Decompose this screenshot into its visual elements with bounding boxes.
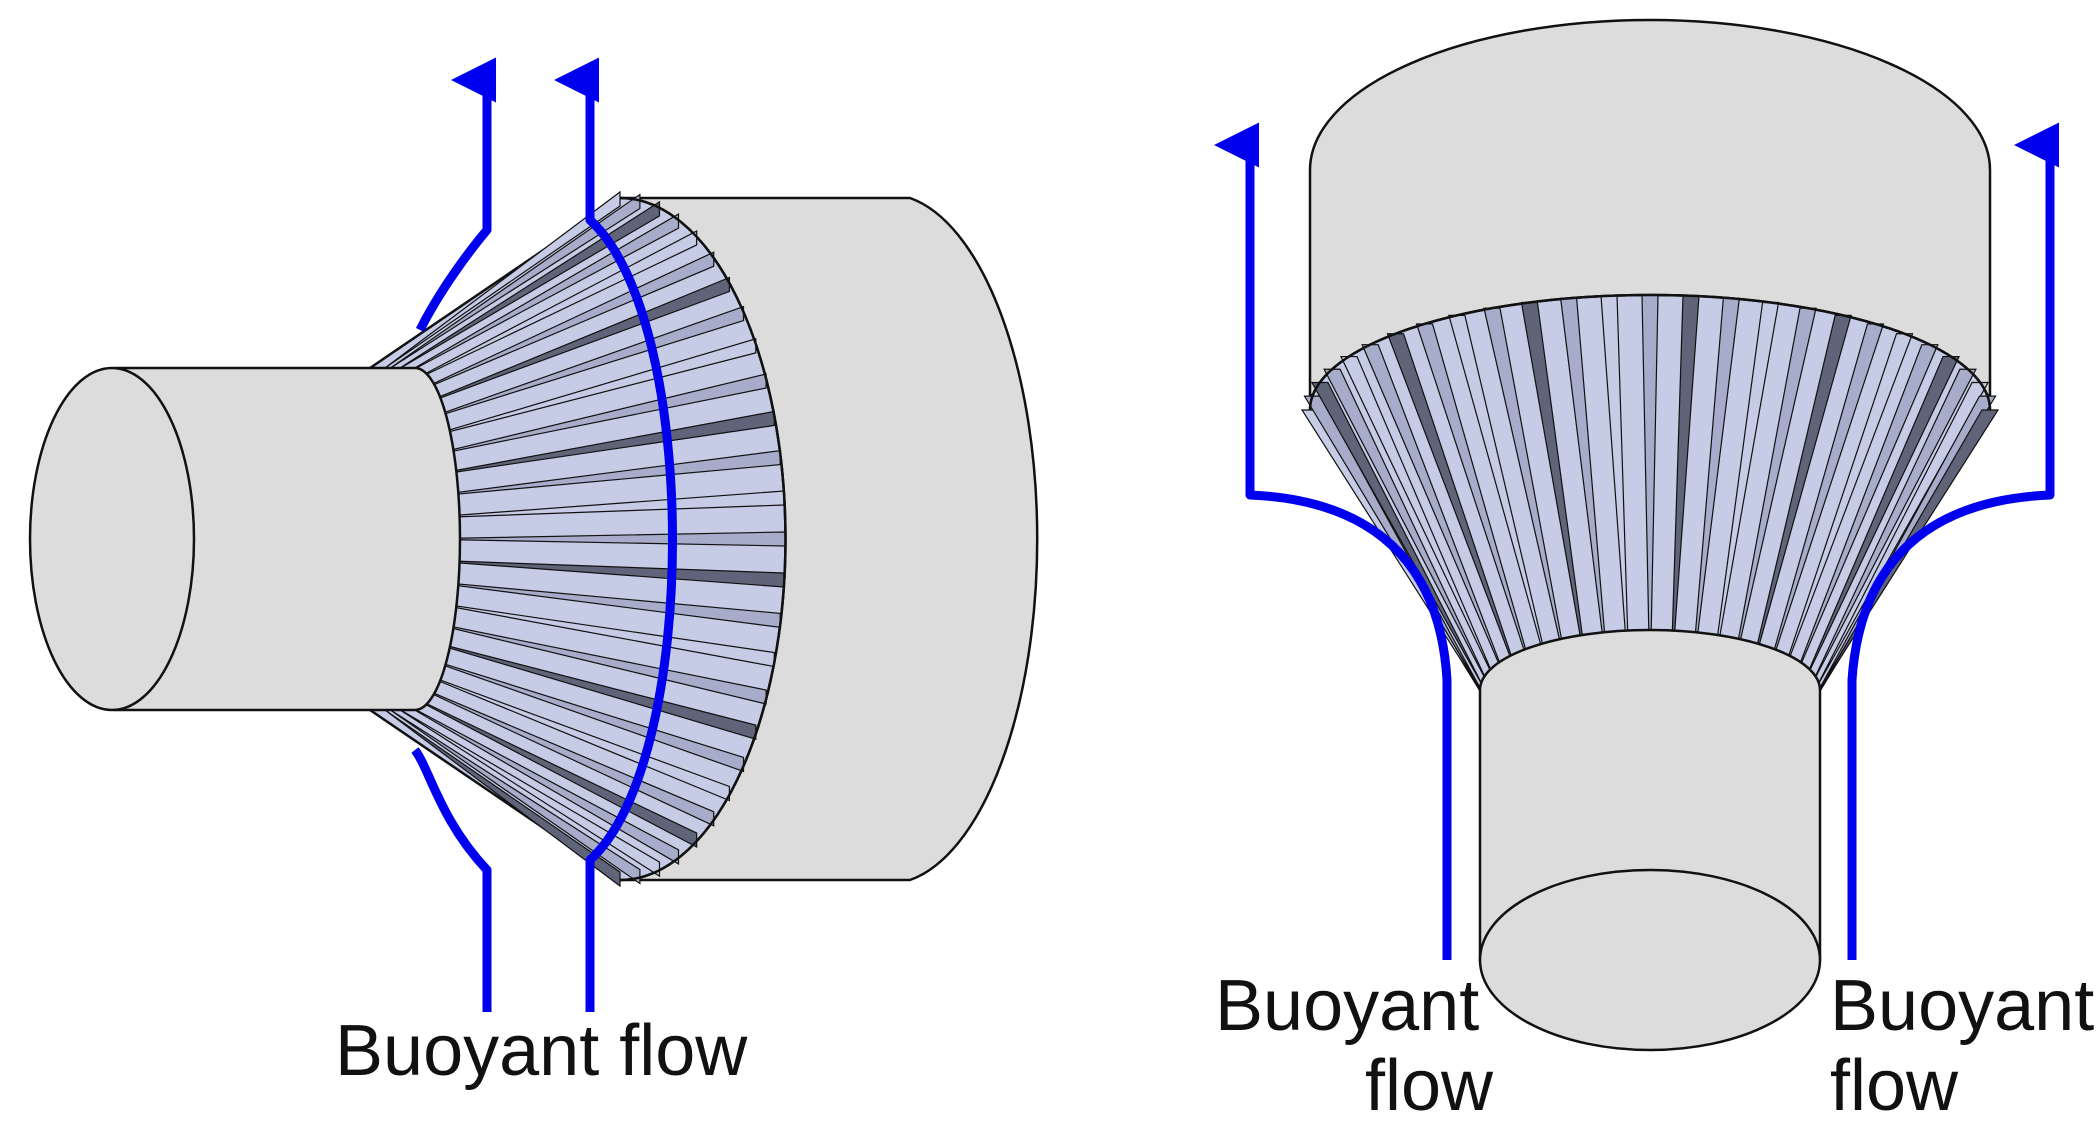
right-panel-left-label-line1: Buoyant	[1215, 966, 1479, 1046]
large-cylinder-right	[1308, 18, 1992, 397]
right-panel-right-label-line2: flow	[1830, 1046, 1959, 1126]
flow-arrow-left-outer	[411, 80, 487, 1012]
cone-rim-right	[1308, 293, 1992, 411]
right-panel-right-label-line1: Buoyant	[1830, 966, 2094, 1046]
small-cylinder-end-right	[1478, 868, 1822, 1052]
vertical-heat-sink: Buoyant flow Buoyant flow	[1214, 18, 2094, 1126]
small-cylinder-end-left	[28, 366, 196, 712]
small-cylinder-left	[113, 366, 462, 712]
right-panel-left-label-line2: flow	[1365, 1046, 1494, 1126]
flow-arrow-left-inner	[554, 57, 677, 1012]
horizontal-heat-sink: Buoyant flow	[28, 57, 1039, 1091]
cone-rim-left	[619, 196, 787, 882]
flow-arrow-right-left	[1214, 122, 1452, 960]
flow-arrow-right-right	[1847, 122, 2059, 960]
left-flow-label: Buoyant flow	[335, 1011, 748, 1091]
